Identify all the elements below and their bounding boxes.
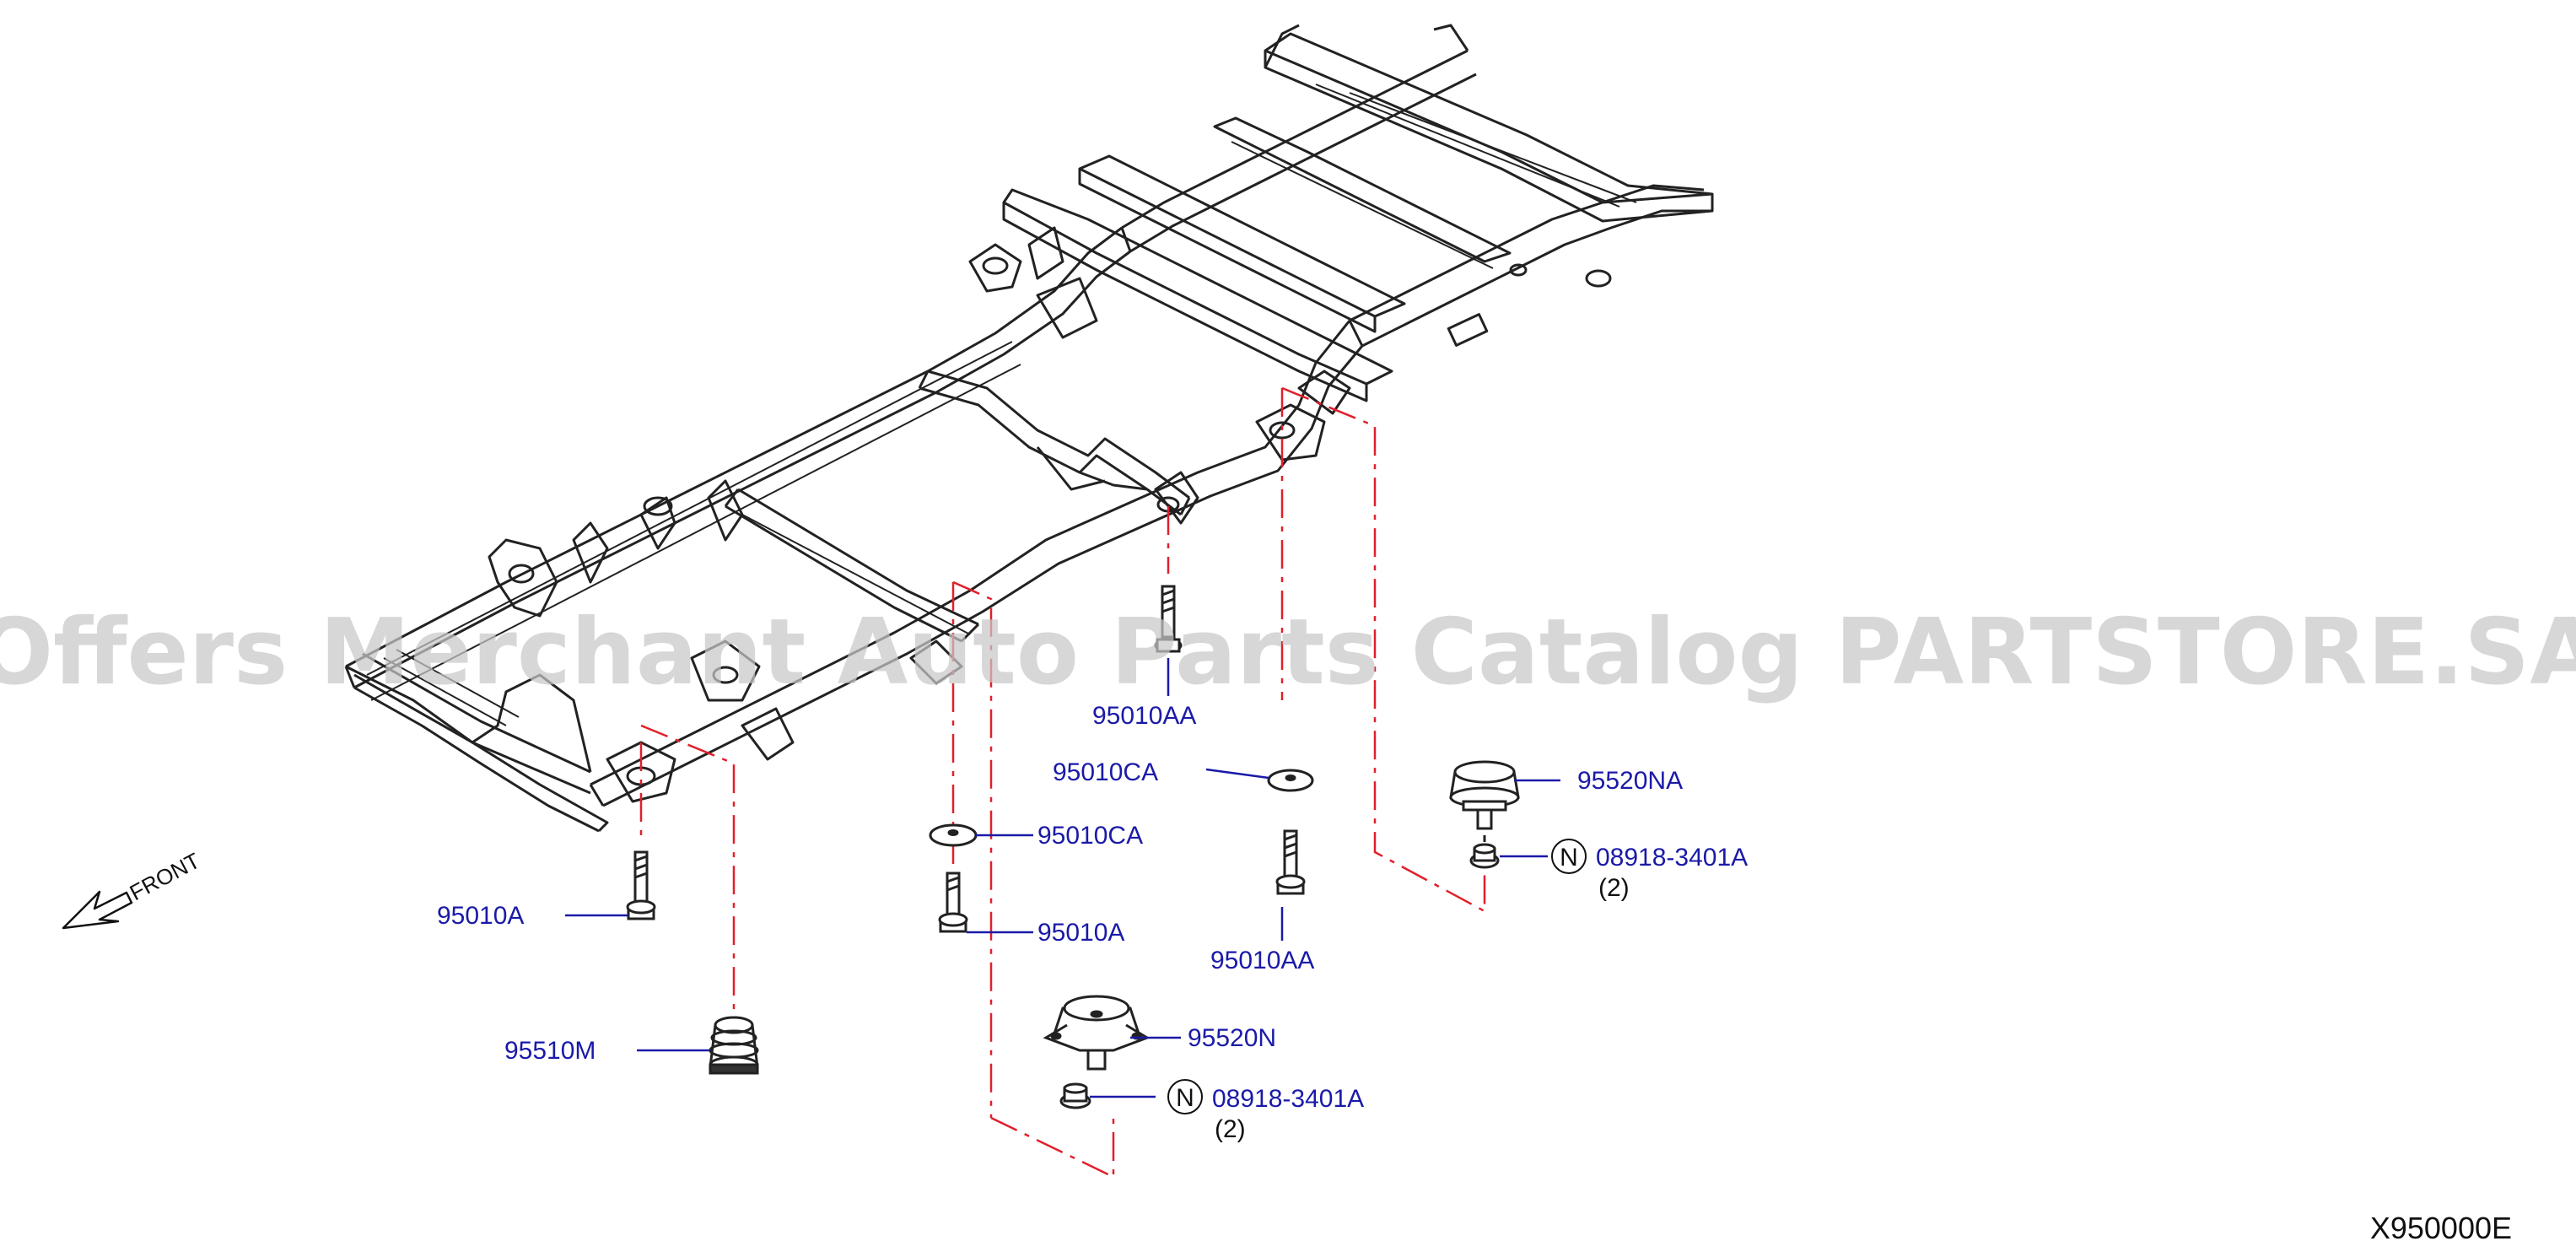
crossmember-2: [724, 488, 980, 643]
nut-symbol-center: N: [1167, 1079, 1203, 1114]
mount-95520n: [1043, 995, 1151, 1071]
circled-n-icon: [1551, 839, 1587, 874]
front-indicator: FRONT: [62, 848, 204, 930]
nut-symbol-letter: N: [1176, 1084, 1194, 1112]
callout-08918-3401a-rear: 08918-3401A: [1596, 844, 1748, 872]
flange-nut-rear: [1469, 843, 1500, 869]
watermark-text: Offers Merchant Auto Parts Catalog PARTS…: [0, 600, 2576, 705]
callout-95520na: 95520NA: [1577, 767, 1683, 795]
washer-95010ca-left: [929, 823, 978, 847]
circled-n-icon: [1167, 1079, 1203, 1114]
bolt-95010a-front: [626, 850, 656, 920]
right-frame-rail: [589, 320, 1364, 807]
arrow-down-left-icon: [62, 890, 133, 930]
mount-95520na: [1449, 760, 1520, 842]
rear-crossmember-a: [1002, 188, 1393, 402]
callout-95010aa-upper: 95010AA: [1092, 702, 1196, 730]
callout-95010a-center: 95010A: [1037, 919, 1124, 947]
callout-95510m: 95510M: [504, 1037, 595, 1065]
washer-95010ca-right: [1267, 769, 1314, 792]
rear-bumper-bar: [1264, 32, 1714, 223]
callout-qty-rear: (2): [1598, 874, 1630, 902]
leader-lines: [565, 658, 1560, 1098]
callout-08918-3401a-center: 08918-3401A: [1212, 1085, 1364, 1113]
callout-95010ca-left: 95010CA: [1037, 822, 1143, 850]
diagram-code: X950000E: [2370, 1211, 2512, 1245]
bolt-95010aa-lower: [1275, 829, 1306, 895]
callout-95010ca-right: 95010CA: [1053, 758, 1158, 786]
bushing-95510m: [709, 1016, 759, 1075]
left-frame-rail: [344, 226, 1132, 689]
callout-qty-center: (2): [1215, 1115, 1246, 1143]
callout-95520n: 95520N: [1188, 1024, 1276, 1052]
flange-nut-center: [1059, 1082, 1091, 1109]
chassis-frame-drawing: [344, 24, 1714, 833]
rear-crossmember-b: [1078, 154, 1406, 333]
front-label: FRONT: [126, 848, 204, 906]
callout-95010aa-lower: 95010AA: [1210, 947, 1314, 974]
bolt-95010a-center: [938, 872, 968, 933]
bolt-95010aa-upper: [1154, 585, 1183, 653]
callout-95010a-front: 95010A: [437, 902, 524, 930]
nut-symbol-letter: N: [1560, 844, 1578, 872]
nut-symbol-rear: N: [1551, 839, 1587, 874]
